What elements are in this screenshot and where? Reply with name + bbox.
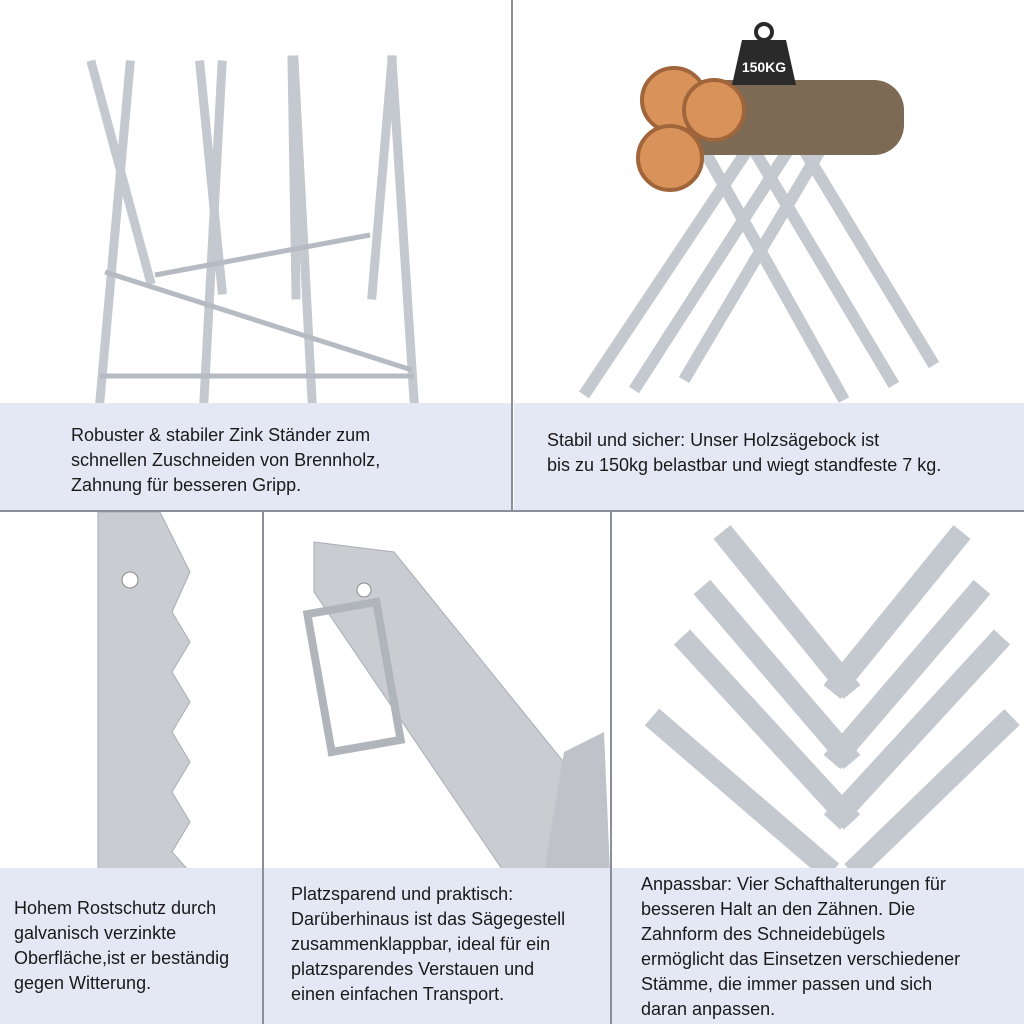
divider [0, 510, 1024, 512]
caption-box: Robuster & stabiler Zink Ständer zum sch… [0, 403, 512, 510]
panel-zinc-coating: Hohem Rostschutz durch galvanisch verzin… [0, 512, 262, 1024]
caption-box: Anpassbar: Vier Schafthalterungen für be… [612, 868, 1024, 1024]
caption-line: Platzsparend und praktisch: [291, 884, 514, 904]
caption-line: Zahnform des Schneidebügels [641, 924, 886, 944]
toothed-leg-image [97, 512, 191, 872]
caption-box: Platzsparend und praktisch: Darüberhinau… [264, 868, 610, 1024]
caption-line: Hohem Rostschutz durch [14, 898, 217, 918]
divider [610, 512, 612, 1024]
caption-line: Robuster & stabiler Zink Ständer zum [71, 425, 371, 445]
panel-adjustable: Anpassbar: Vier Schafthalterungen für be… [612, 512, 1024, 1024]
panel-load-capacity: 150KG Stabil und sicher: Unser Holzsägeb… [514, 0, 1024, 510]
caption-line: Oberfläche,ist er beständig [14, 948, 230, 968]
caption-line: platzsparendes Verstauen und [291, 959, 535, 979]
divider [262, 512, 264, 1024]
caption-line: Stabil und sicher: Unser Holzsägebock is… [547, 430, 880, 450]
divider [511, 0, 513, 510]
caption-box: Hohem Rostschutz durch galvanisch verzin… [0, 868, 262, 1024]
caption-line: Stämme, die immer passen und sich [641, 974, 933, 994]
caption-line: besseren Halt an den Zähnen. Die [641, 899, 916, 919]
caption-line: Anpassbar: Vier Schafthalterungen für [641, 874, 946, 894]
caption-line: einen einfachen Transport. [291, 984, 505, 1004]
sawhorse-with-logs-image: 150KG [579, 22, 940, 403]
caption-line: Darüberhinaus ist das Sägegestell [291, 909, 566, 929]
caption-line: zusammenklappbar, ideal für ein [291, 934, 551, 954]
folded-leg-image [302, 541, 610, 872]
panel-foldable: Platzsparend und praktisch: Darüberhinau… [264, 512, 610, 1024]
caption-line: gegen Witterung. [14, 973, 152, 993]
caption-box: Stabil und sicher: Unser Holzsägebock is… [514, 403, 1024, 510]
caption-line: galvanisch verzinkte [14, 923, 177, 943]
caption-line: schnellen Zuschneiden von Brennholz, [71, 450, 381, 470]
sawhorse-frame-image [86, 55, 419, 405]
weight-badge: 150KG [742, 59, 786, 75]
caption-line: bis zu 150kg belastbar und wiegt standfe… [547, 455, 942, 475]
four-holders-image [644, 525, 1020, 872]
caption-line: ermöglicht das Einsetzen verschiedener [641, 949, 961, 969]
caption-line: daran anpassen. [641, 999, 776, 1019]
caption-line: Zahnung für besseren Gripp. [71, 475, 302, 495]
panel-frame-view: Robuster & stabiler Zink Ständer zum sch… [0, 0, 512, 510]
